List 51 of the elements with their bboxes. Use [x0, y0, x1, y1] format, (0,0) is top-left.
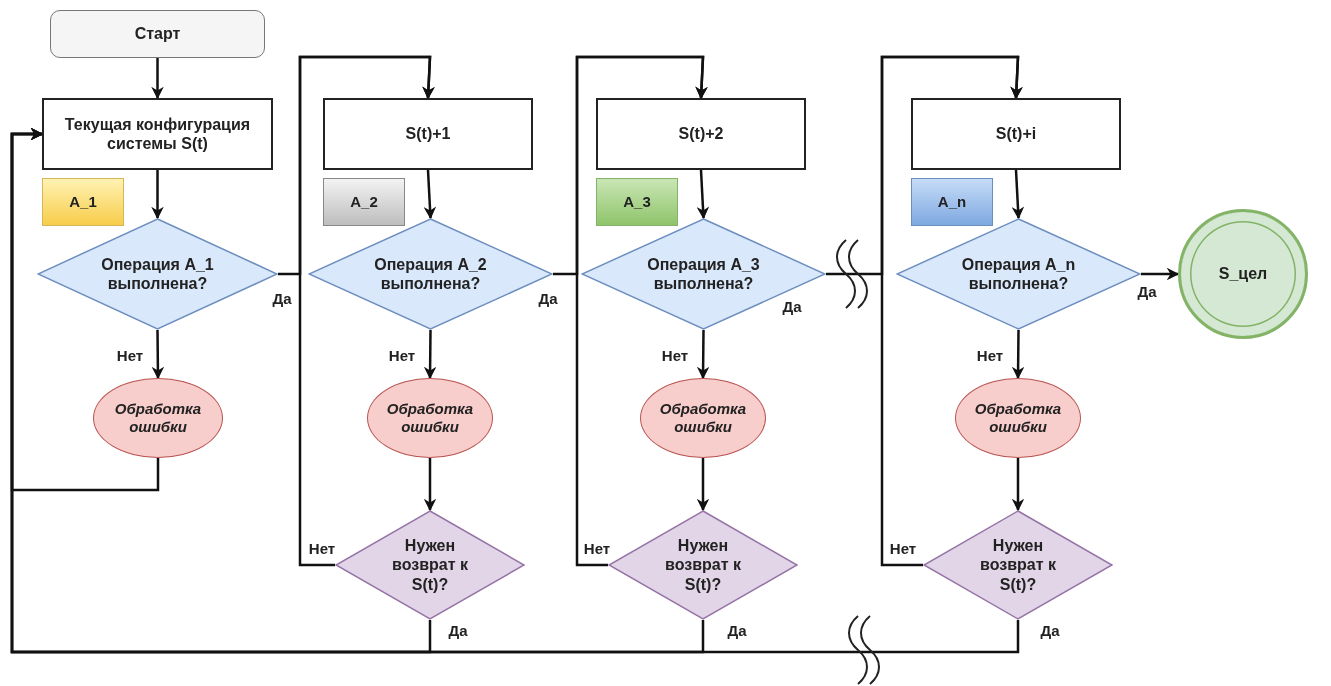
arrow: [696, 330, 710, 380]
arrow: [151, 58, 164, 100]
tag-text: A_2: [350, 193, 378, 211]
arrow: [1141, 267, 1180, 281]
decision-text: Нужен возврат к S(t)?: [664, 536, 742, 594]
arrow: [575, 55, 708, 567]
process-box: [596, 98, 806, 170]
arrow: [696, 169, 710, 220]
process-text: S(t)+2: [678, 124, 724, 144]
arrow: [880, 55, 1023, 567]
arrow: [423, 169, 437, 220]
start-terminal: [50, 10, 265, 58]
decision-text: Нужен возврат к S(t)?: [391, 536, 469, 594]
step-tag: [596, 178, 678, 226]
arrow: [1011, 169, 1025, 220]
ellipse-text: Обработка ошибки: [658, 400, 748, 436]
decision-text: Операция A_1 выполнена?: [100, 254, 215, 294]
tag-text: A_n: [937, 193, 967, 211]
step-tag: [42, 178, 124, 226]
goal-text: S_цел: [1218, 264, 1268, 284]
decision-text: Операция A_n выполнена?: [960, 254, 1077, 294]
ellipse-text: Обработка ошибки: [113, 400, 203, 436]
decision-diamond: [581, 218, 826, 330]
arrow: [298, 55, 435, 567]
decision-diamond: [335, 510, 525, 620]
arrow: [423, 330, 437, 380]
arrow: [10, 127, 1020, 654]
process-box: [42, 98, 273, 170]
arrow: [423, 458, 437, 512]
decision-text: Нужен возврат к S(t)?: [979, 536, 1057, 594]
step-tag: [323, 178, 405, 226]
arrow: [151, 330, 165, 380]
process-text: S(t)+i: [995, 124, 1037, 144]
arrow: [1011, 458, 1025, 512]
decision-text: Операция A_3 выполнена?: [646, 254, 761, 294]
decision-text: Операция A_2 выполнена?: [373, 254, 488, 294]
ellipse-text: Обработка ошибки: [385, 400, 475, 436]
process-box: [323, 98, 533, 170]
process-box: [911, 98, 1121, 170]
arrow: [1011, 330, 1025, 380]
decision-diamond: [608, 510, 798, 620]
process-text: Текущая конфигурация системы S(t): [63, 114, 252, 154]
tag-text: A_1: [69, 193, 97, 211]
arrow: [696, 458, 710, 512]
arrow: [151, 170, 164, 220]
ellipse-text: Обработка ошибки: [973, 400, 1063, 436]
process-text: S(t)+1: [405, 124, 451, 144]
decision-diamond: [923, 510, 1113, 620]
step-tag: [911, 178, 993, 226]
tag-text: A_3: [623, 193, 651, 211]
terminal-text: Старт: [134, 24, 181, 44]
